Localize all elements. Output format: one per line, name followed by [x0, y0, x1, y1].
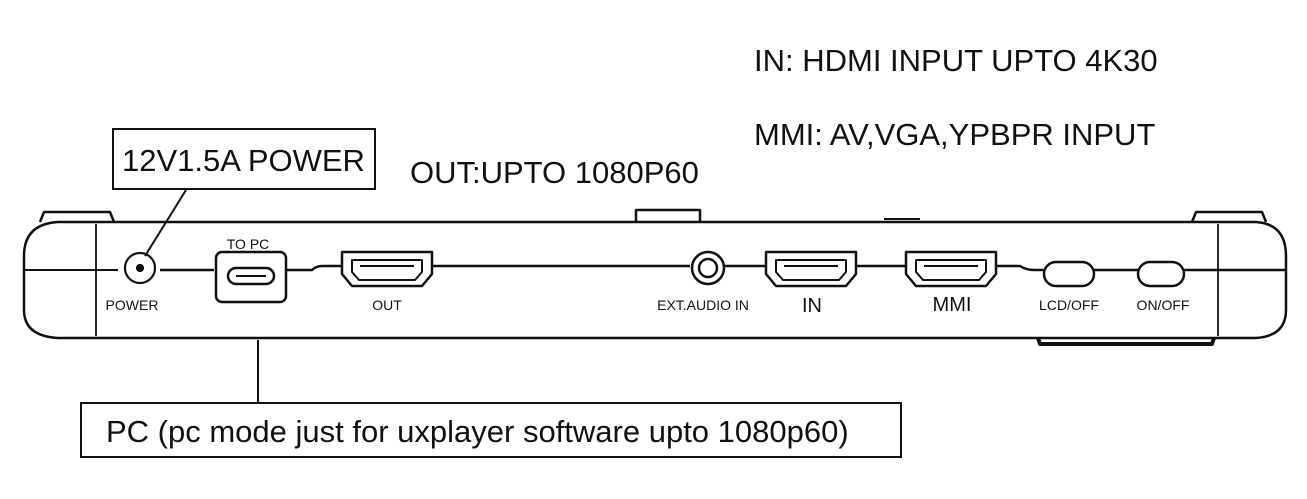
- dc-barrel-jack-icon: [123, 251, 157, 285]
- audio-jack-icon: [690, 250, 726, 286]
- top-bump-right: [1190, 210, 1268, 223]
- hdmi-port-icon: [340, 250, 434, 288]
- port-label-lcd-off: LCD/OFF: [1039, 297, 1099, 313]
- pc-callout-text: PC (pc mode just for uxplayer software u…: [106, 414, 849, 449]
- power-callout-box: 12V1.5A POWER: [112, 128, 376, 190]
- port-label-mmi: MMI: [932, 294, 972, 316]
- pill-button-icon: [1042, 260, 1096, 288]
- device-outline: [22, 220, 1288, 340]
- top-bump-left: [38, 210, 116, 223]
- port-label-power: POWER: [105, 297, 159, 313]
- hdmi-port-icon: [904, 250, 998, 288]
- bottom-foot: [1036, 337, 1216, 346]
- power-callout-text: 12V1.5A POWER: [122, 143, 365, 178]
- usb-c-port-icon: [214, 250, 288, 304]
- port-label-ext-audio: EXT.AUDIO IN: [657, 297, 749, 313]
- port-label-out: OUT: [372, 297, 402, 313]
- hdmi-port-icon: [764, 250, 858, 288]
- hdmi-in-note: IN: HDMI INPUT UPTO 4K30: [754, 43, 1158, 78]
- power-leader-line: [144, 189, 187, 257]
- out-note: OUT:UPTO 1080P60: [410, 155, 699, 190]
- top-bump-center: [634, 208, 702, 222]
- mmi-note: MMI: AV,VGA,YPBPR INPUT: [754, 117, 1156, 152]
- pill-button-icon: [1136, 260, 1186, 288]
- port-label-to-pc: TO PC: [226, 236, 270, 252]
- port-label-on-off: ON/OFF: [1136, 297, 1190, 313]
- port-label-in: IN: [802, 295, 822, 317]
- pc-callout-box: PC (pc mode just for uxplayer software u…: [80, 402, 902, 458]
